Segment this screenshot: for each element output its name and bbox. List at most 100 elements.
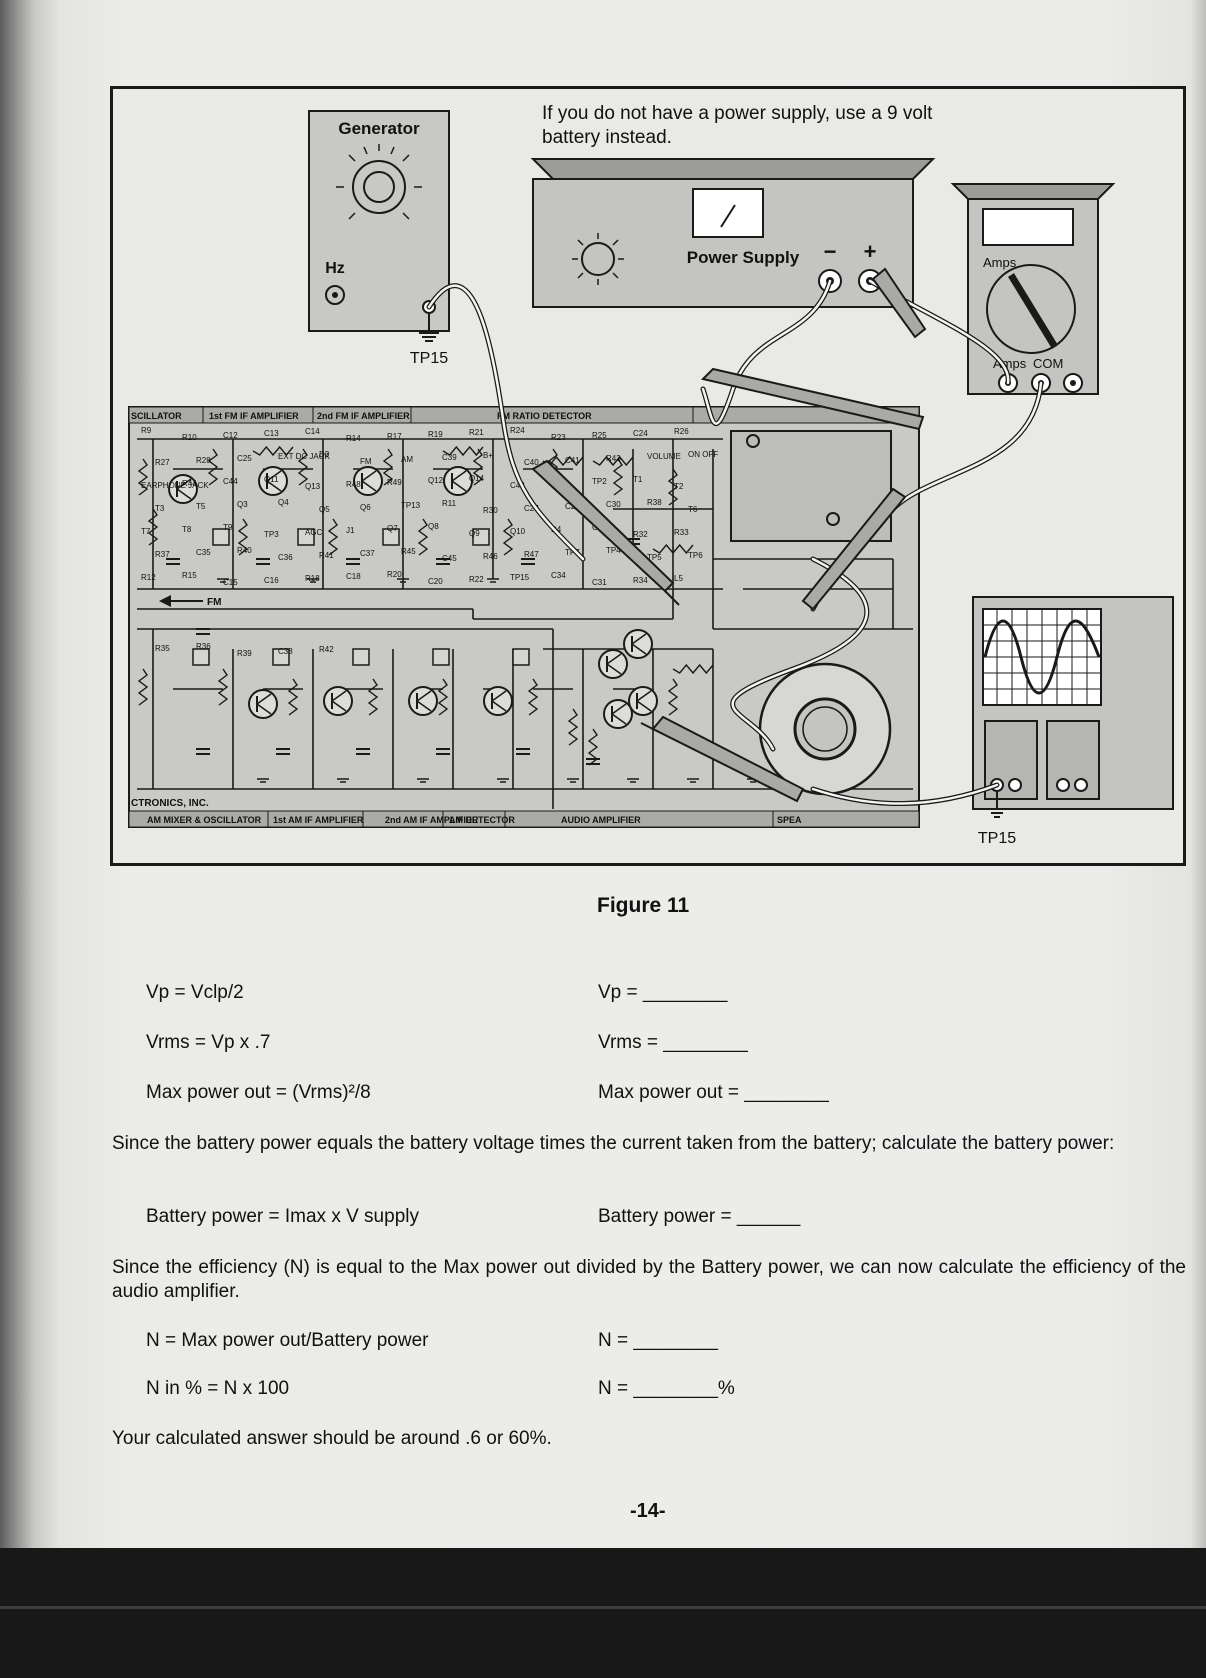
- meter-terminal-com: COM: [1033, 356, 1063, 371]
- board-component-label: C18: [346, 572, 361, 581]
- oscilloscope: TP15: [972, 596, 1174, 847]
- figure-11-illustration: Generator Hz TP15: [128, 110, 1174, 847]
- transistor-symbol: [483, 686, 513, 716]
- board-component-label: AGC: [305, 528, 323, 537]
- board-component-label: R15: [182, 571, 197, 580]
- resistor-symbol: [367, 678, 379, 716]
- board-component-label: Q6: [360, 503, 371, 512]
- board-component-label: R49: [387, 478, 402, 487]
- resistor-symbol: [137, 458, 149, 496]
- generator-hz-label: Hz: [325, 260, 345, 277]
- board-component-label: R43: [606, 454, 621, 463]
- board-component-label: R35: [155, 644, 170, 653]
- transistor-symbol: [598, 649, 628, 679]
- board-component-label: Q13: [305, 482, 321, 491]
- page-number: -14-: [630, 1500, 666, 1522]
- board-component-label: C13: [264, 429, 279, 438]
- board-component-label: T7: [141, 527, 151, 536]
- formula-efficiency: N = Max power out/Battery power: [146, 1330, 429, 1351]
- board-section-top: SCILLATOR: [131, 411, 182, 421]
- board-component-label: R25: [592, 431, 607, 440]
- board-component-label: TP6: [688, 551, 703, 560]
- resistor-symbol: [502, 518, 514, 556]
- resistor-symbol: [672, 663, 714, 675]
- board-component-label: R47: [524, 550, 539, 559]
- answer-efficiency-percent: N = ________%: [598, 1378, 735, 1399]
- transformer-symbol: [512, 648, 530, 666]
- board-component-label: Q4: [278, 498, 289, 507]
- formula-max-power: Max power out = (Vrms)²/8: [146, 1082, 371, 1103]
- transformer-symbol: [352, 648, 370, 666]
- board-component-label: R38: [647, 498, 662, 507]
- figure-caption: Figure 11: [597, 894, 690, 917]
- transistor-symbol: [408, 686, 438, 716]
- resistor-symbol: [472, 448, 484, 486]
- transistor-symbol: [603, 699, 633, 729]
- board-component-label: R28: [196, 456, 211, 465]
- transformer-symbol: [212, 528, 230, 546]
- board-component-label: C20: [428, 577, 443, 586]
- answer-efficiency: N = ________: [598, 1330, 718, 1351]
- resistor-symbol: [567, 708, 579, 746]
- board-component-label: R40: [237, 546, 252, 555]
- figure-note: If you do not have a power supply, use a…: [542, 103, 933, 148]
- generator-tp15-label: TP15: [410, 350, 448, 367]
- board-component-label: Q3: [237, 500, 248, 509]
- board-component-label: C38: [278, 647, 293, 656]
- board-component-label: R41: [319, 551, 334, 560]
- board-component-label: Q11: [264, 475, 279, 484]
- resistor-symbol: [592, 455, 634, 467]
- resistor-symbol: [237, 518, 249, 556]
- transistor-symbol: [323, 686, 353, 716]
- board-section-top: 2nd FM IF AMPLIFIER: [317, 411, 410, 421]
- board-component-label: R17: [387, 432, 402, 441]
- board-component-label: C40: [524, 458, 539, 467]
- board-component-label: R10: [182, 433, 197, 442]
- board-component-label: C24: [633, 429, 648, 438]
- board-component-label: ON OFF: [688, 450, 718, 459]
- board-component-label: R44: [182, 479, 197, 488]
- board-component-label: EARPHONE JACK: [141, 481, 209, 490]
- transformer-symbol: [382, 528, 400, 546]
- board-component-label: C45: [442, 554, 457, 563]
- board-component-label: C35: [196, 548, 211, 557]
- board-component-label: R18: [305, 574, 320, 583]
- board-component-label: C37: [360, 549, 375, 558]
- board-component-label: B+: [483, 451, 493, 460]
- board-section-top: FM RATIO DETECTOR: [497, 411, 592, 421]
- board-component-label: R33: [674, 528, 689, 537]
- resistor-symbol: [382, 448, 394, 486]
- board-component-label: C43: [510, 481, 525, 490]
- formula-vp: Vp = Vclp/2: [146, 982, 244, 1003]
- board-component-label: C44: [223, 477, 238, 486]
- board-component-label: C15: [223, 578, 238, 587]
- board-component-label: Q8: [428, 522, 439, 531]
- scope-tp15-label: TP15: [978, 830, 1016, 847]
- board-component-label: R46: [483, 552, 498, 561]
- resistor-symbol: [287, 678, 299, 716]
- board-component-label: T6: [688, 505, 698, 514]
- board-component-label: Q10: [510, 527, 526, 536]
- board-component-label: R34: [633, 576, 648, 585]
- answer-battery-power: Battery power = ______: [598, 1206, 801, 1227]
- resistor-symbol: [667, 468, 679, 506]
- transistor-symbol: [443, 466, 473, 496]
- board-component-label: T5: [196, 502, 206, 511]
- board-component-label: R20: [387, 570, 402, 579]
- board-component-label: C30: [606, 500, 621, 509]
- power-supply-title: Power Supply: [687, 248, 800, 267]
- board-section-bottom: SPEA: [777, 815, 802, 825]
- board-component-label: R14: [346, 434, 361, 443]
- resistor-symbol: [652, 543, 694, 555]
- board-component-label: TP13: [401, 501, 421, 510]
- board-component-label: AM: [401, 455, 413, 464]
- resistor-symbol: [527, 678, 539, 716]
- resistor-symbol: [207, 448, 219, 486]
- transformer-symbol: [272, 648, 290, 666]
- board-component-label: R24: [510, 426, 525, 435]
- board-component-label: R26: [674, 427, 689, 436]
- board-component-label: FM: [360, 457, 372, 466]
- transformer-symbol: [192, 648, 210, 666]
- board-section-bottom: 2nd AM IF AMPLIFIER: [385, 815, 479, 825]
